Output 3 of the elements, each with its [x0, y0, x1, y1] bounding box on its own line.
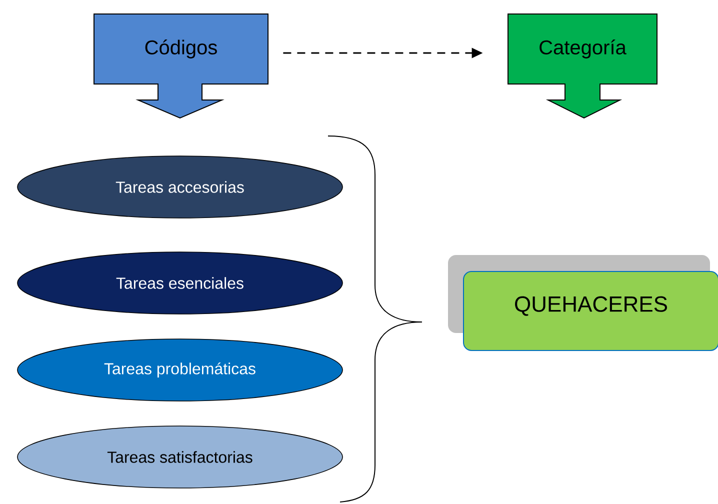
arrow-callout-box: Códigos	[94, 14, 268, 119]
arrow-callout-box: Categoría	[508, 14, 658, 119]
category-box: QUEHACERES	[448, 255, 718, 351]
